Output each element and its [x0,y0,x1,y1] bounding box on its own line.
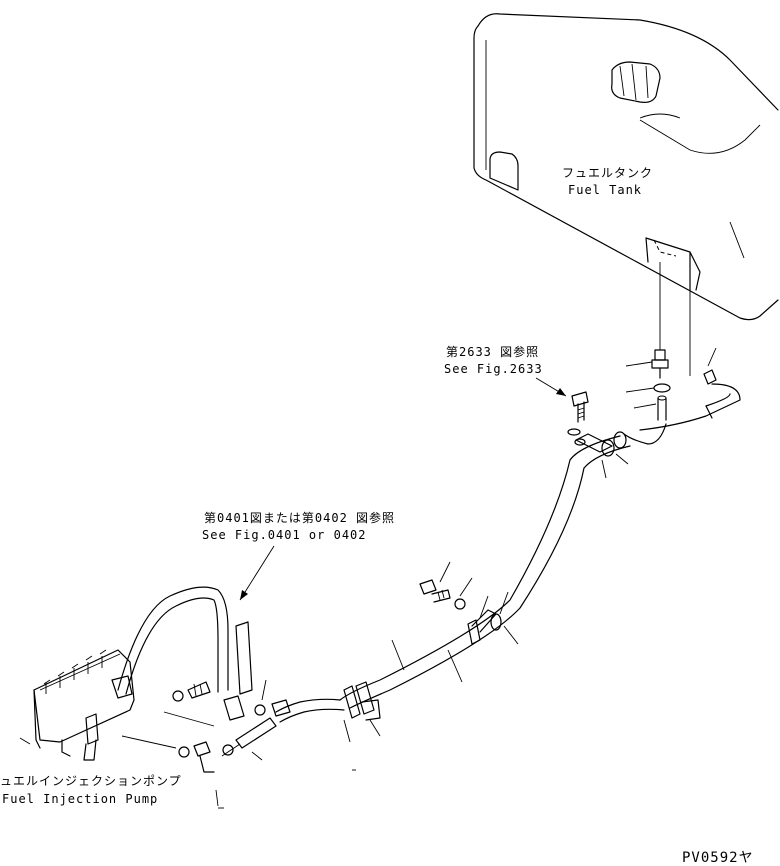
pump-supply-hose [117,586,267,721]
main-fuel-line [339,435,631,709]
ref-0401-label-en: See Fig.0401 or 0402 [202,528,367,542]
ref-2633-label-en: See Fig.2633 [444,362,543,376]
drawing-code: PV0592ヤ [682,850,754,866]
pump-label-jp: ュエルインジェクションポンプ [0,774,182,788]
bolt-middle [419,561,473,610]
ref-2633-label-jp: 第2633 図参照 [446,344,539,359]
tank-return-hose [623,383,741,445]
clamp-middle [447,591,519,683]
fuel-tank-label-jp: フュエルタンク [562,166,653,180]
ref-2633-arrowhead [556,388,566,396]
pump-label-en: Fuel Injection Pump [2,792,158,806]
fuel-tank [473,13,779,321]
fuel-injection-pump [19,649,135,761]
bolt-upper [567,391,589,446]
pump-feed-line [221,698,345,761]
tank-outlet-fittings [625,262,717,421]
ref-0401-label-jp: 第0401図または第0402 図参照 [204,510,395,525]
fuel-tank-label-en: Fuel Tank [568,183,642,197]
pump-bolts [121,681,224,809]
clamp-lower [343,639,405,771]
ref-0401-arrow [239,545,275,601]
ref-0401-arrowhead [240,590,248,600]
